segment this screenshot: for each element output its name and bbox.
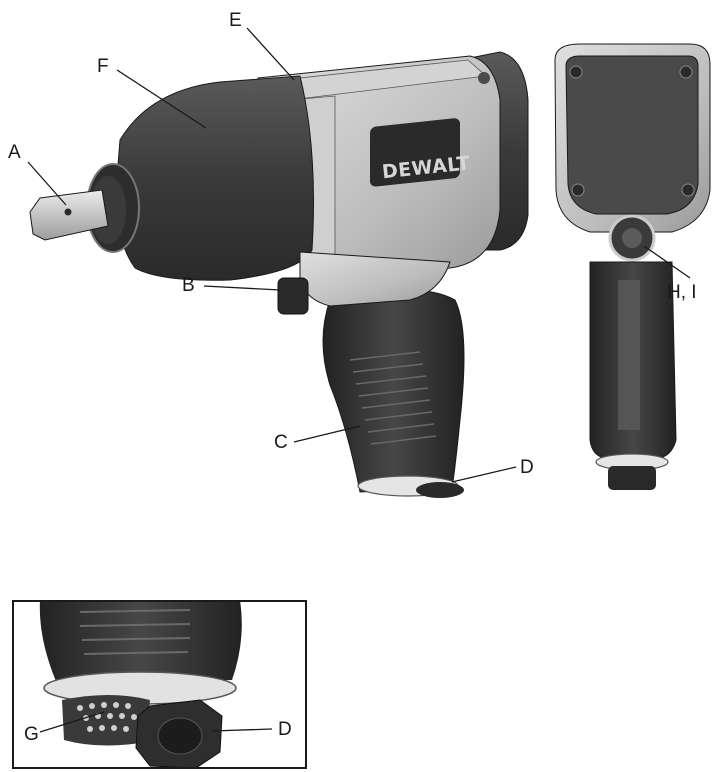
inset-grip-ribs: [79, 609, 191, 655]
rear-bolt: [569, 65, 583, 79]
tool-rear-view: [554, 43, 711, 490]
air-inlet: [416, 482, 464, 498]
inset-detail: G D: [12, 600, 307, 769]
rear-view-grip-shine: [618, 280, 640, 430]
housing-bolt: [478, 72, 490, 84]
label-A: A: [8, 142, 21, 163]
label-D-inset: D: [278, 719, 292, 740]
pistol-grip: [322, 289, 465, 493]
label-F: F: [97, 56, 109, 77]
tool-side-view: DEWALT: [29, 51, 529, 498]
forward-reverse-switch: [277, 277, 309, 315]
label-E: E: [229, 10, 242, 31]
inset-air-inlet-bore: [157, 717, 203, 755]
rear-bolt: [681, 183, 695, 197]
anvil-detent-pin: [64, 208, 72, 216]
rear-air-inlet: [608, 466, 656, 490]
rear-bolt: [679, 65, 693, 79]
label-HI: H, I: [667, 282, 697, 303]
label-D: D: [520, 457, 534, 478]
power-regulator-knob: [622, 228, 642, 248]
label-B: B: [182, 275, 195, 296]
callouts-main: A F E B C D H, I: [8, 10, 697, 483]
hammer-case: [115, 75, 314, 281]
rear-cover: [565, 55, 699, 215]
inset-grip: [39, 602, 242, 686]
exhaust-holes: [77, 702, 137, 732]
rear-bolt: [571, 183, 585, 197]
label-C: C: [274, 432, 288, 453]
brand-badge: DEWALT: [370, 118, 471, 187]
grip-ribs: [349, 351, 437, 445]
label-G: G: [24, 724, 39, 745]
